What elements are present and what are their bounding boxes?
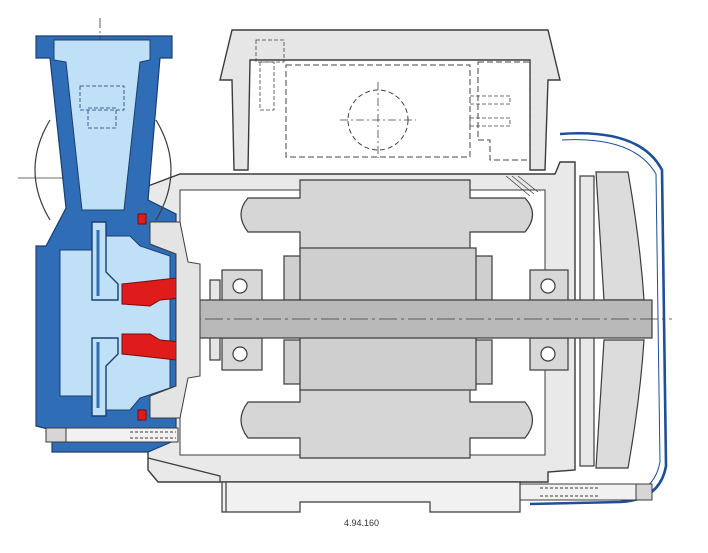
stator	[240, 179, 534, 459]
base-foot	[147, 457, 521, 513]
impeller	[91, 221, 119, 417]
drawing-reference-number: 4.94.160	[344, 518, 379, 528]
rear-bearing	[529, 269, 569, 371]
tie-bolt-rear	[519, 483, 653, 501]
seal-cover	[149, 221, 201, 419]
tie-bolt-front	[45, 427, 179, 443]
terminal-box	[219, 29, 561, 197]
mechanical-seal	[121, 213, 181, 421]
